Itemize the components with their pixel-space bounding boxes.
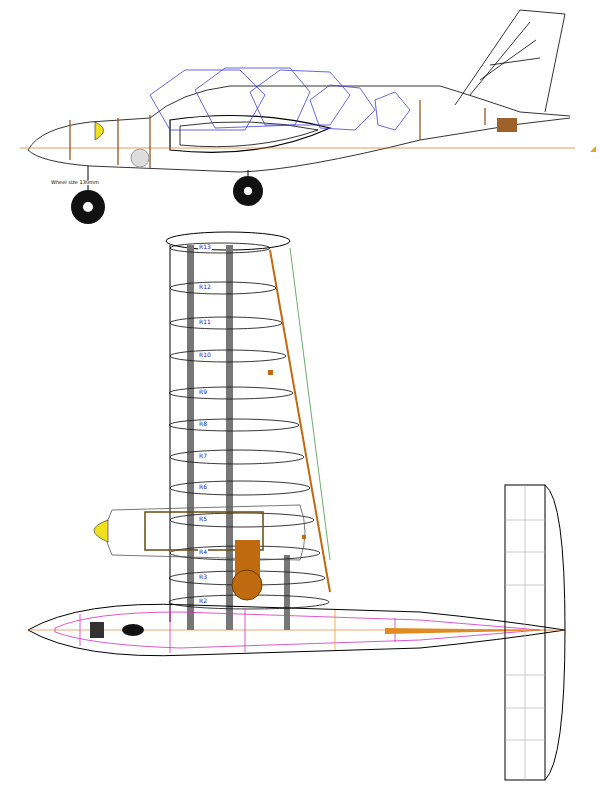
rib-number: R8 — [198, 421, 208, 427]
rib-number: R13 — [198, 244, 212, 250]
rib-number: R4 — [198, 549, 208, 555]
rib-number: R7 — [198, 453, 208, 459]
rib-number: R5 — [198, 516, 208, 522]
rib-number: R2 — [198, 598, 208, 604]
dimension-note: Wheel size 130mm — [50, 180, 100, 185]
rib-number: R10 — [198, 352, 212, 358]
rib-number: R11 — [198, 319, 212, 325]
rib-number: R3 — [198, 574, 208, 580]
rib-number: R9 — [198, 389, 208, 395]
rib-number: R6 — [198, 484, 208, 490]
rib-number: R12 — [198, 284, 212, 290]
